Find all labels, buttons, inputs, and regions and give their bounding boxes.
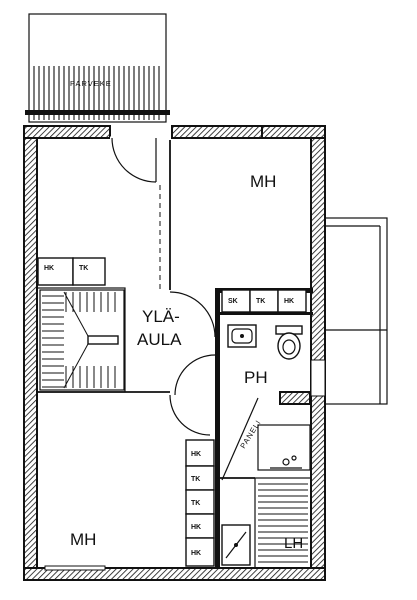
bath-cabinets: SK TK HK [221, 289, 307, 313]
balcony: PARVEKE [25, 13, 170, 123]
panel-line [221, 397, 259, 481]
cabinet-bath-1: SK [228, 298, 238, 305]
cabinet-hall-2: TK [79, 265, 88, 272]
cabinet-col-1: HK [191, 451, 201, 458]
cabinet-column: HK TK TK HK HK [185, 439, 215, 567]
door-hall-right [169, 291, 216, 338]
cabinet-hall-1: HK [44, 265, 54, 272]
door-bedroom-bottom [169, 394, 211, 436]
door-bath [174, 354, 216, 396]
exterior-walls [23, 125, 326, 581]
hall-cabinets: HK TK [37, 257, 106, 286]
cabinet-col-4: HK [191, 524, 201, 531]
hall-label-2: AULA [137, 330, 182, 349]
cabinet-col-2: TK [191, 476, 200, 483]
shower-area [257, 391, 311, 471]
cabinet-bath-2: TK [256, 298, 265, 305]
cabinet-col-3: TK [191, 500, 200, 507]
sink [227, 324, 257, 348]
service-cabinet [221, 524, 251, 566]
lower-stair [215, 477, 312, 569]
balcony-label: PARVEKE [70, 79, 112, 88]
cabinet-bath-3: HK [284, 298, 294, 305]
bathroom-label: PH [244, 368, 268, 387]
hall-label-1: YLÄ- [142, 307, 180, 326]
side-terrace [324, 217, 388, 405]
cabinet-col-5: HK [191, 550, 201, 557]
window-marks [44, 359, 326, 571]
door-bedroom-top [110, 136, 157, 183]
staircase [36, 287, 170, 393]
room-label-bottom-left: MH [70, 530, 96, 549]
toilet [275, 325, 303, 360]
lower-stair-steps [258, 483, 308, 563]
landing-label: LH [284, 535, 303, 552]
stair-steps [42, 291, 116, 389]
room-label-top-right: MH [250, 172, 276, 191]
